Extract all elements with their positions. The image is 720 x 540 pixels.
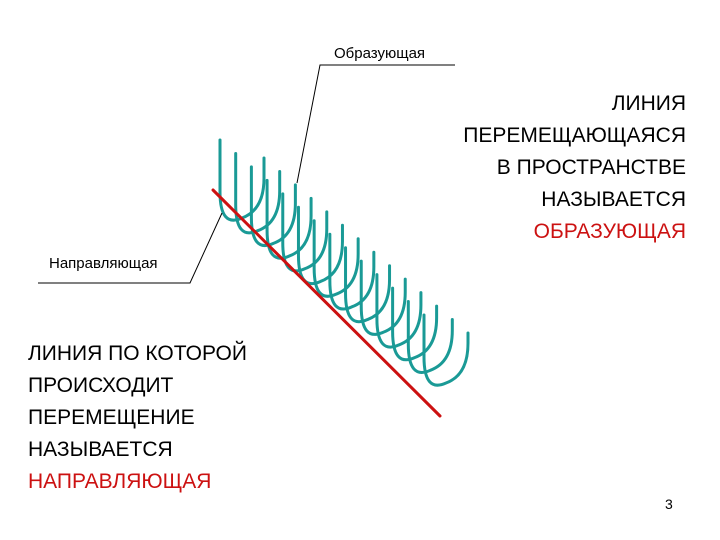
generatrix-curve [312, 219, 360, 298]
generatrix-definition: ЛИНИЯ ПЕРЕМЕЩАЮЩАЯСЯ В ПРОСТРАНСТВЕ НАЗЫ… [356, 88, 686, 248]
directrix-definition: ЛИНИЯ ПО КОТОРОЙ ПРОИСХОДИТ ПЕРЕМЕЩЕНИЕ … [28, 338, 358, 498]
definition-line: ЛИНИЯ [611, 92, 686, 115]
definition-term: НАПРАВЛЯЮЩАЯ [28, 470, 212, 493]
generatrix-curve [391, 286, 439, 362]
directrix-line [211, 188, 442, 418]
generatrix-curve [359, 259, 407, 336]
directrix-label: Направляющая [49, 255, 158, 272]
definition-line: ПЕРЕМЕЩЕНИЕ [28, 406, 195, 429]
generatrix-curve [328, 232, 376, 311]
generatrix-curve [344, 246, 392, 324]
generatrix-curve [406, 300, 454, 374]
definition-term: ОБРАЗУЮЩАЯ [533, 220, 686, 243]
generatrix-curve [375, 273, 423, 349]
generatrix-curve [296, 205, 344, 286]
definition-line: ЛИНИЯ ПО КОТОРОЙ [28, 342, 247, 365]
generatrix-label: Образующая [334, 45, 425, 62]
definition-line: В ПРОСТРАНСТВЕ [496, 156, 686, 179]
definition-line: ПЕРЕМЕЩАЮЩАЯСЯ [463, 124, 686, 147]
generatrix-curve [234, 151, 282, 235]
generatrix-curve [218, 138, 266, 222]
page-number: 3 [665, 496, 673, 512]
generatrix-curve [281, 192, 329, 273]
definition-line: НАЗЫВАЕТСЯ [28, 438, 173, 461]
generatrix-callout-line [296, 64, 455, 184]
definition-line: ПРОИСХОДИТ [28, 374, 174, 397]
definition-line: НАЗЫВАЕТСЯ [541, 188, 686, 211]
directrix-callout-line [38, 212, 223, 284]
generatrix-curve [422, 313, 470, 387]
generatrix-curves [218, 138, 470, 387]
